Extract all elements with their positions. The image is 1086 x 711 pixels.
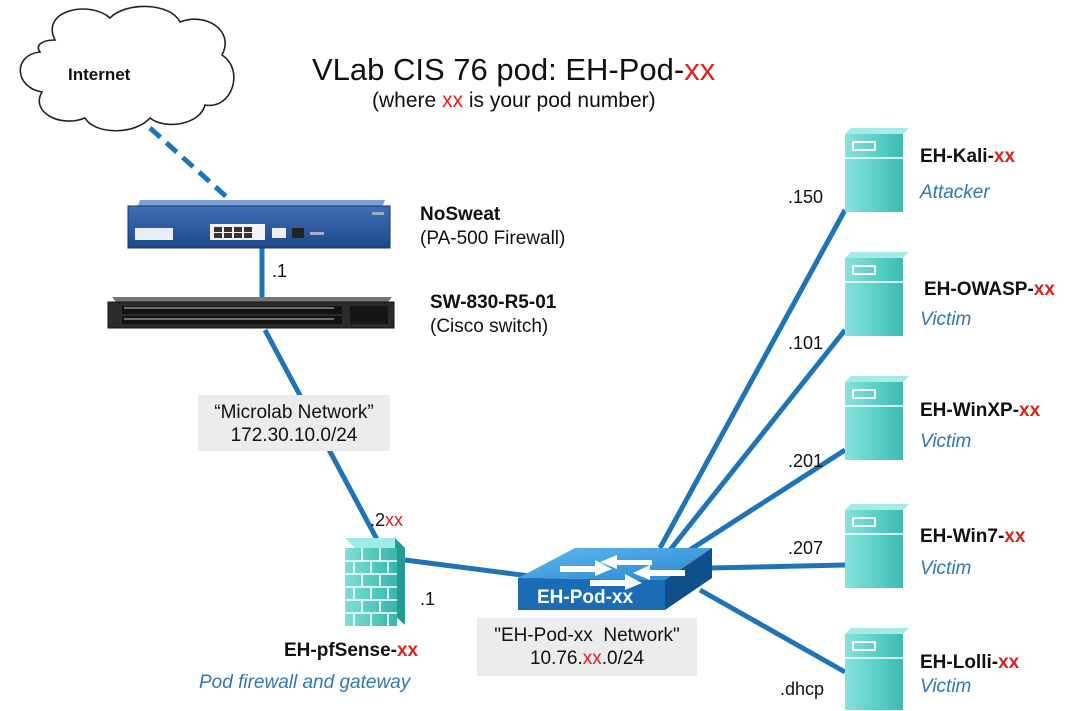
pa500-firewall-icon xyxy=(127,200,391,249)
host-winxp-ip: .201 xyxy=(788,451,824,471)
switch-name: SW-830-R5-01 xyxy=(430,292,557,313)
server-kali-icon xyxy=(845,128,909,212)
host-lolli-role: Victim xyxy=(920,676,972,697)
pod-network-cidr-prefix: 10.76. xyxy=(529,648,583,669)
page-subtitle: (where xx is your pod number) xyxy=(372,90,656,111)
firewall-name: NoSweat xyxy=(420,204,501,225)
podswitch-to-owasp-line xyxy=(668,328,847,552)
server-lolli-icon xyxy=(845,628,909,710)
microlab-network-cidr: 172.30.10.0/24 xyxy=(230,425,358,446)
host-winxp-name-prefix: EH-WinXP- xyxy=(920,400,1020,421)
firewall-desc: (PA-500 Firewall) xyxy=(420,228,566,249)
host-winxp-name: EH-WinXP-xx xyxy=(920,401,1040,420)
pfsense-name-prefix: EH-pfSense- xyxy=(284,640,397,661)
pfsense-name: EH-pfSense-xx xyxy=(284,641,418,660)
host-winxp-name-suffix: xx xyxy=(1019,400,1041,421)
host-lolli-name-suffix: xx xyxy=(998,652,1020,673)
host-win7-role: Victim xyxy=(920,558,972,579)
host-kali-name-prefix: EH-Kali- xyxy=(920,146,994,167)
host-win7-name-suffix: xx xyxy=(1004,526,1026,547)
pod-switch-icon xyxy=(518,548,712,610)
host-kali-role: Attacker xyxy=(920,182,990,203)
internet-cloud-icon xyxy=(19,5,235,132)
pfsense-inner-ip: .1 xyxy=(420,589,436,609)
pod-network-box: "EH-Pod-xx Network" 10.76.xx.0/24 xyxy=(477,618,697,676)
host-owasp-name: EH-OWASP-xx xyxy=(924,280,1055,299)
pfsense-outer-ip: .2xx xyxy=(370,511,403,529)
host-lolli-name: EH-Lolli-xx xyxy=(920,653,1019,672)
pod-switch-label: EH-Pod-xx xyxy=(537,587,634,608)
host-lolli-ip: .dhcp xyxy=(780,679,825,699)
host-owasp-ip: .101 xyxy=(788,333,824,353)
podswitch-to-win7-line xyxy=(709,562,846,571)
host-kali-ip: .150 xyxy=(788,187,824,207)
host-win7-ip: .207 xyxy=(788,538,824,558)
pod-network-cidr: 10.76.xx.0/24 xyxy=(477,647,697,670)
host-kali-name: EH-Kali-xx xyxy=(920,147,1015,166)
host-owasp-name-prefix: EH-OWASP- xyxy=(924,279,1034,300)
page-title: VLab CIS 76 pod: EH-Pod-xx xyxy=(312,54,715,85)
pfsense-firewall-icon xyxy=(345,538,405,626)
title-prefix: VLab CIS 76 pod: EH-Pod- xyxy=(312,52,685,87)
pfsense-role: Pod firewall and gateway xyxy=(199,672,411,693)
subtitle-suffix: is your pod number) xyxy=(463,89,656,112)
subtitle-highlight: xx xyxy=(442,89,464,112)
host-win7-name: EH-Win7-xx xyxy=(920,527,1025,546)
firewall-ip: .1 xyxy=(272,261,288,281)
podswitch-to-kali-line xyxy=(657,208,848,550)
switch-desc: (Cisco switch) xyxy=(430,316,549,337)
pod-network-name: "EH-Pod-xx Network" xyxy=(494,625,680,646)
subtitle-prefix: (where xyxy=(372,89,443,112)
pfsense-outer-ip-prefix: .2 xyxy=(370,510,386,530)
pod-network-cidr-suffix: .0/24 xyxy=(601,648,645,669)
pod-network-cidr-highlight: xx xyxy=(582,648,602,669)
podswitch-to-winxp-line xyxy=(683,447,847,556)
host-lolli-name-prefix: EH-Lolli- xyxy=(920,652,999,673)
podswitch-to-lolli-line xyxy=(698,587,847,675)
cisco-switch-icon xyxy=(107,297,395,329)
host-owasp-role: Victim xyxy=(920,309,972,330)
host-kali-name-suffix: xx xyxy=(993,146,1016,167)
microlab-network-name: “Microlab Network” xyxy=(214,402,374,423)
server-win7-icon xyxy=(845,504,909,588)
server-owasp-icon xyxy=(845,252,909,336)
title-suffix: xx xyxy=(684,52,716,87)
pfsense-to-podswitch-line xyxy=(404,557,546,581)
pfsense-name-suffix: xx xyxy=(396,640,419,661)
host-winxp-role: Victim xyxy=(920,431,972,452)
host-owasp-name-suffix: xx xyxy=(1033,279,1055,300)
pfsense-outer-ip-suffix: xx xyxy=(385,510,404,530)
microlab-network-box: “Microlab Network” 172.30.10.0/24 xyxy=(198,395,390,451)
internet-uplink-line xyxy=(148,126,232,202)
host-win7-name-prefix: EH-Win7- xyxy=(920,526,1005,547)
server-winxp-icon xyxy=(845,376,909,460)
internet-label: Internet xyxy=(68,65,131,84)
